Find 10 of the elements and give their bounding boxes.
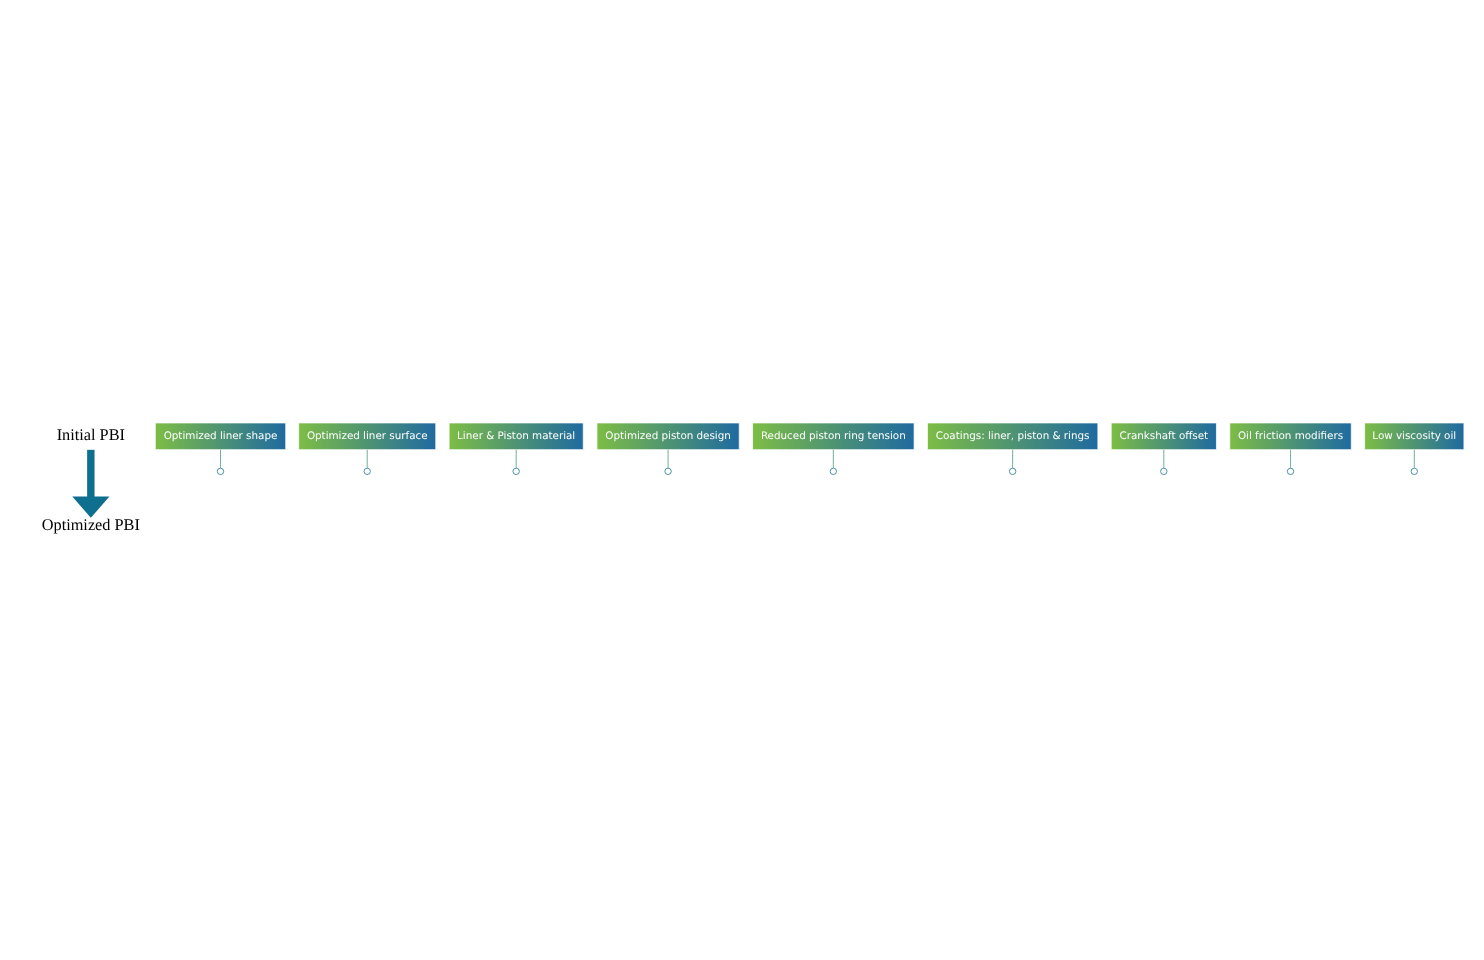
connector: [1012, 448, 1013, 468]
connector: [220, 448, 221, 468]
connector: [1290, 448, 1291, 468]
connector: [515, 448, 517, 468]
connector: [1413, 448, 1415, 468]
connector: [832, 448, 834, 468]
connector: [1163, 448, 1165, 468]
connector: [366, 448, 368, 468]
connector: [667, 448, 669, 468]
arrow: [72, 448, 110, 517]
